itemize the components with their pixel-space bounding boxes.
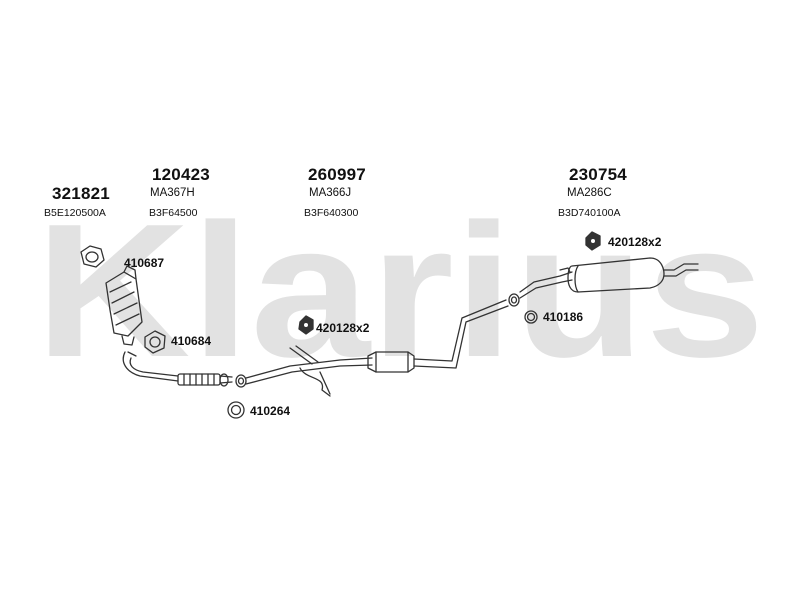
part-ref-b3f64500: B3F64500 bbox=[149, 207, 198, 219]
intermediate-pipe-icon bbox=[245, 299, 509, 397]
part-ref-ma366j: MA366J bbox=[309, 187, 352, 199]
part-number-321821: 321821 bbox=[52, 184, 110, 203]
svg-text:Klarius: Klarius bbox=[35, 218, 765, 368]
klarius-watermark-logo: Klarius bbox=[35, 218, 765, 368]
fitting-label-410684: 410684 bbox=[171, 334, 212, 348]
fitting-label-420128x2-center: 420128x2 bbox=[316, 321, 370, 335]
fitting-label-410687: 410687 bbox=[124, 256, 165, 270]
ring-gasket-icon bbox=[227, 401, 245, 419]
fitting-label-410264: 410264 bbox=[250, 404, 291, 418]
part-ref-ma286c: MA286C bbox=[567, 187, 612, 199]
fitting-label-420128x2-rear: 420128x2 bbox=[608, 235, 662, 249]
part-ref-ma367h: MA367H bbox=[150, 187, 195, 199]
gasket-icon bbox=[144, 330, 166, 354]
rubber-mount-icon bbox=[585, 231, 601, 251]
rear-silencer-icon bbox=[519, 257, 699, 299]
part-ref-b3f640300: B3F640300 bbox=[304, 207, 359, 219]
part-number-120423: 120423 bbox=[152, 165, 210, 184]
gasket-icon bbox=[80, 245, 105, 268]
fitting-label-410186: 410186 bbox=[543, 310, 584, 324]
front-pipe-icon bbox=[122, 351, 233, 387]
ring-gasket-icon bbox=[524, 310, 538, 324]
catalytic-converter-icon bbox=[105, 265, 143, 346]
part-number-260997: 260997 bbox=[308, 165, 366, 184]
part-ref-b5e120500a: B5E120500A bbox=[44, 207, 106, 219]
rubber-mount-icon bbox=[298, 315, 314, 335]
part-ref-b3d740100a: B3D740100A bbox=[558, 207, 621, 219]
part-number-230754: 230754 bbox=[569, 165, 627, 184]
